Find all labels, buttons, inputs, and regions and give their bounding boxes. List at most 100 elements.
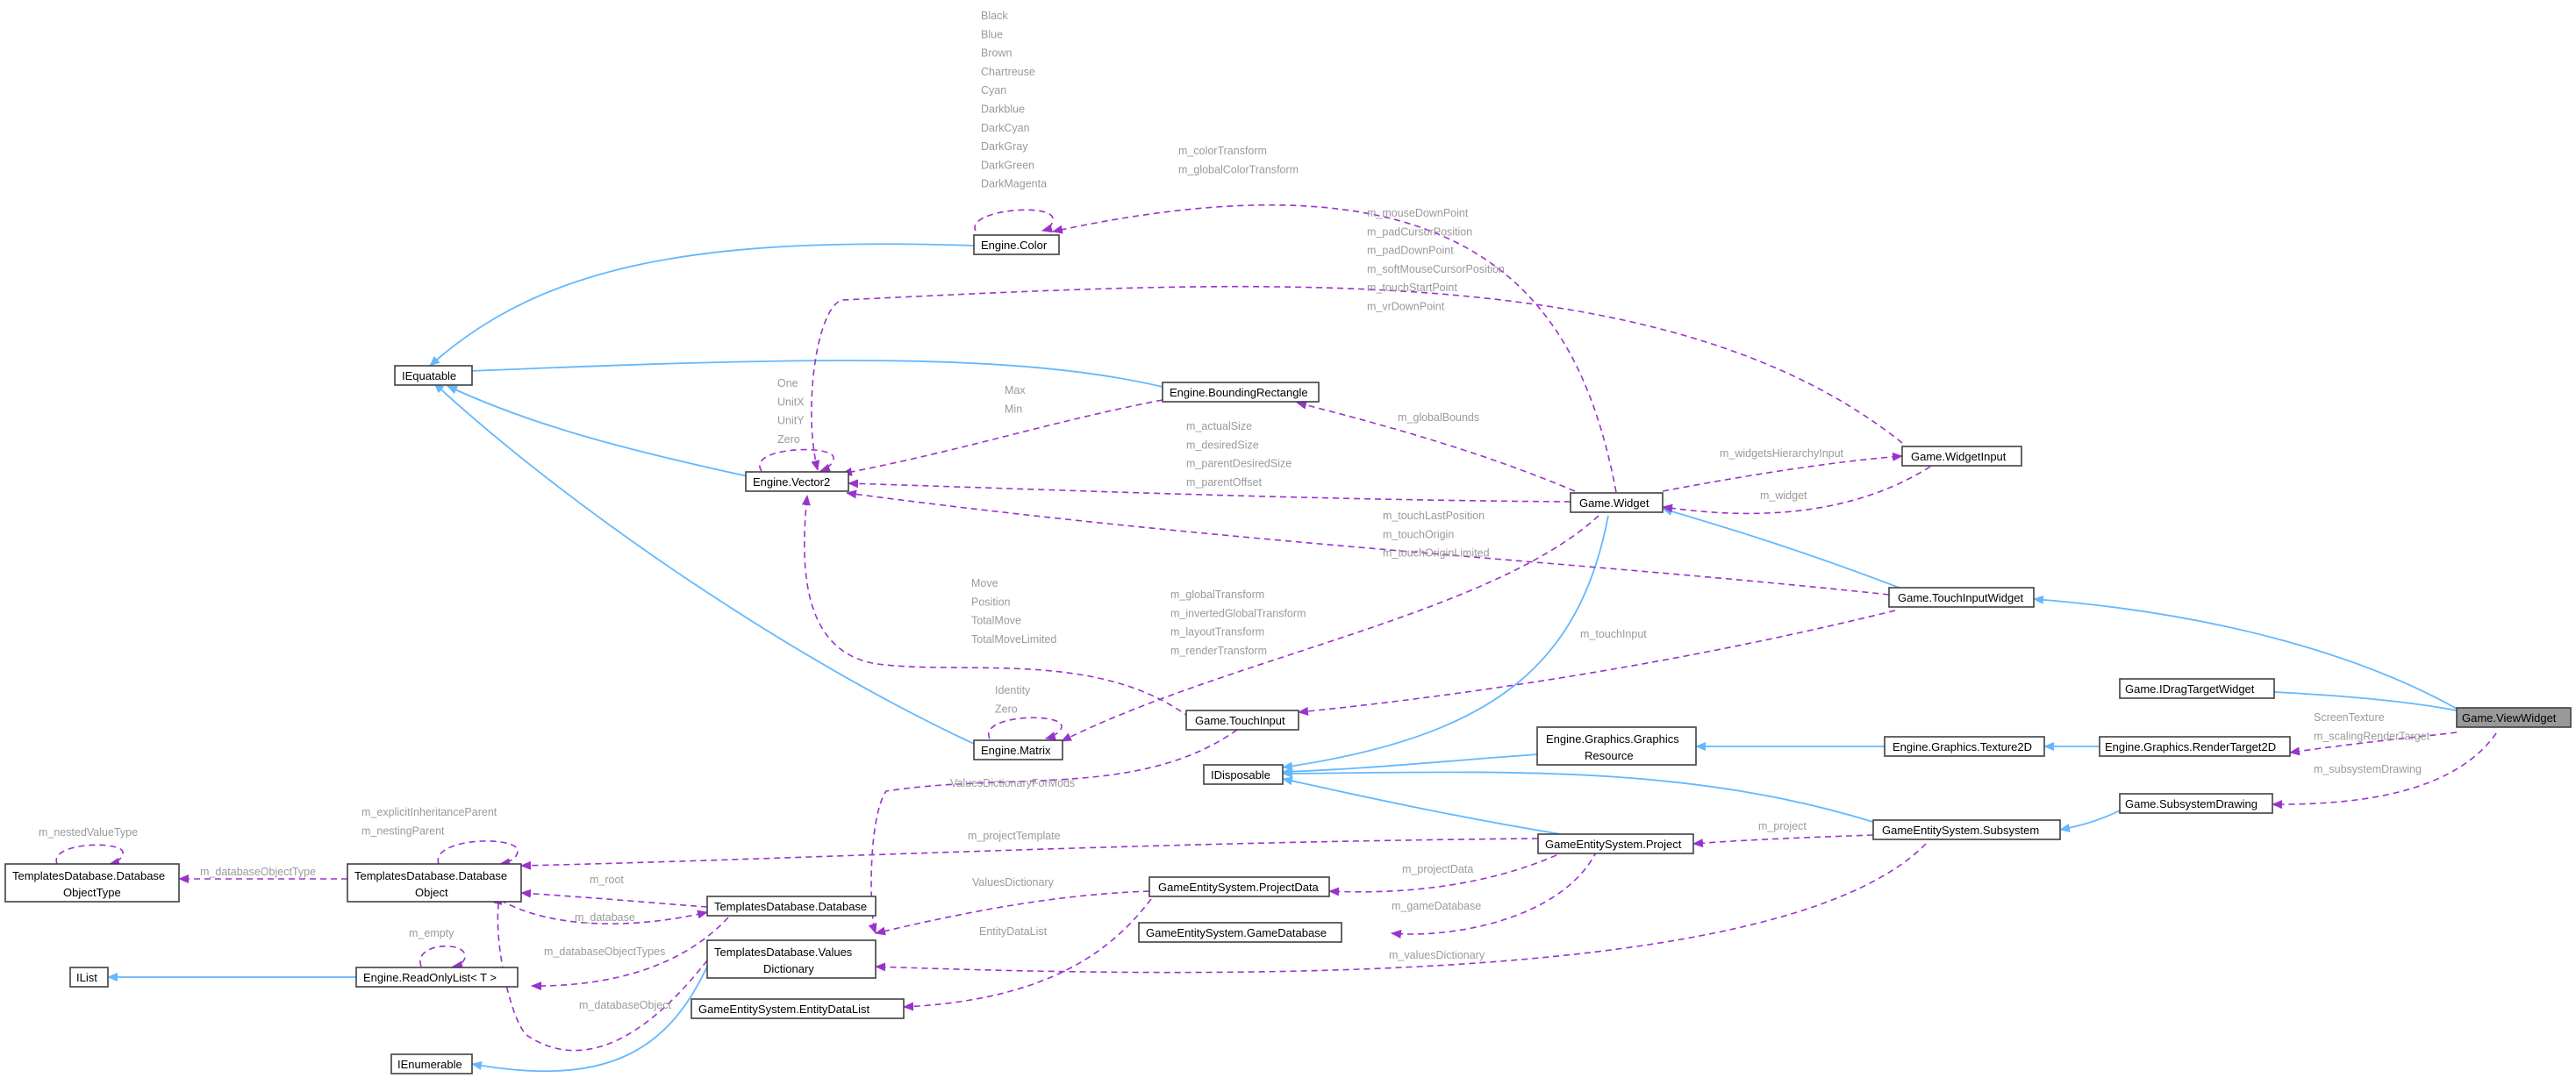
node-project-data[interactable]: GameEntitySystem.ProjectData	[1148, 876, 1330, 897]
label-project-template: m_projectTemplate	[968, 830, 1061, 842]
edge-database-readonlylist	[531, 917, 729, 991]
edge-boundingrectangle-iequatable	[447, 360, 1163, 388]
node-game-database[interactable]: GameEntitySystem.GameDatabase	[1138, 922, 1342, 943]
node-entity-data-list[interactable]: GameEntitySystem.EntityDataList	[691, 998, 905, 1019]
edge-widget-matrix	[1061, 515, 1599, 742]
edge-touchinput-vector2	[801, 495, 1191, 718]
edge-touchinput-valuesdictionary	[868, 729, 1238, 934]
label-render-target: ScreenTexture m_scalingRenderTarget	[2314, 711, 2430, 742]
nodes: Game.ViewWidget Game.IDragTargetWidget E…	[4, 234, 2572, 1074]
svg-text:Engine.ReadOnlyList< T >: Engine.ReadOnlyList< T >	[363, 971, 497, 984]
edge-subsystem-idisposable	[1282, 768, 1877, 824]
node-database-object-type[interactable]: TemplatesDatabase.Database ObjectType	[4, 863, 180, 903]
node-idisposable[interactable]: IDisposable	[1203, 764, 1284, 785]
edge-project-databaseobject	[520, 838, 1539, 870]
label-m-widget: m_widget	[1760, 489, 1807, 502]
edge-touchinputwidget-vector2	[846, 489, 1890, 596]
svg-text:IDisposable: IDisposable	[1211, 768, 1270, 782]
node-bounding-rectangle[interactable]: Engine.BoundingRectangle	[1162, 382, 1320, 403]
edge-widget-vector2	[848, 479, 1571, 503]
label-m-empty: m_empty	[409, 927, 454, 939]
label-entity-data-list: EntityDataList	[979, 925, 1048, 938]
svg-text:GameEntitySystem.Project: GameEntitySystem.Project	[1545, 838, 1682, 851]
svg-text:TemplatesDatabase.Database: TemplatesDatabase.Database	[12, 869, 165, 882]
label-values-dictionary: ValuesDictionary	[972, 876, 1055, 889]
svg-text:Dictionary: Dictionary	[763, 962, 814, 975]
label-m-project: m_project	[1758, 820, 1807, 832]
label-touch-moves: Move Position TotalMove TotalMoveLimited	[971, 577, 1056, 646]
node-read-only-list[interactable]: Engine.ReadOnlyList< T >	[355, 967, 519, 988]
svg-text:GameEntitySystem.EntityDataLis: GameEntitySystem.EntityDataList	[698, 1003, 869, 1016]
svg-text:GameEntitySystem.Subsystem: GameEntitySystem.Subsystem	[1882, 824, 2039, 837]
node-iequatable[interactable]: IEquatable	[394, 365, 473, 386]
svg-text:Object: Object	[415, 886, 448, 899]
node-project[interactable]: GameEntitySystem.Project	[1537, 833, 1694, 854]
svg-text:Engine.Matrix: Engine.Matrix	[981, 744, 1051, 757]
label-transforms: m_globalTransform m_invertedGlobalTransf…	[1170, 589, 1309, 657]
label-m-valuesdictionary: m_valuesDictionary	[1389, 949, 1485, 961]
svg-text:Game.TouchInput: Game.TouchInput	[1195, 714, 1285, 727]
svg-text:Engine.Graphics.Texture2D: Engine.Graphics.Texture2D	[1893, 740, 2032, 753]
label-color-members: Black Blue Brown Chartreuse Cyan Darkblu…	[981, 10, 1047, 190]
svg-text:TemplatesDatabase.Database: TemplatesDatabase.Database	[714, 900, 867, 913]
svg-text:TemplatesDatabase.Database: TemplatesDatabase.Database	[354, 869, 507, 882]
edge-subsystem-valuesdictionary	[875, 843, 1927, 974]
svg-text:TemplatesDatabase.Values: TemplatesDatabase.Values	[714, 946, 853, 959]
edge-graphicsresource-idisposable	[1282, 753, 1538, 776]
label-global-bounds: m_globalBounds	[1398, 411, 1479, 424]
node-widget[interactable]: Game.Widget	[1570, 492, 1664, 513]
svg-text:Engine.BoundingRectangle: Engine.BoundingRectangle	[1170, 386, 1308, 399]
node-texture-2d[interactable]: Engine.Graphics.Texture2D	[1884, 736, 2045, 757]
edge-subsystemdrawing-subsystem	[2059, 810, 2121, 832]
node-idrag-target-widget[interactable]: Game.IDragTargetWidget	[2119, 678, 2275, 699]
label-nested-value-type: m_nestedValueType	[39, 826, 138, 839]
label-widgets-hierarchy-input: m_widgetsHierarchyInput	[1720, 447, 1844, 460]
edge-databaseobjecttype-self	[55, 844, 124, 867]
label-m-touchinput: m_touchInput	[1580, 628, 1647, 640]
usage-edges	[55, 203, 2497, 1052]
node-database[interactable]: TemplatesDatabase.Database	[706, 896, 877, 917]
svg-text:IList: IList	[76, 971, 97, 984]
edge-widgetinput-widget	[1662, 466, 1931, 515]
label-touch-points: m_touchLastPosition m_touchOrigin m_touc…	[1383, 510, 1490, 560]
edge-vector2-self	[759, 448, 834, 473]
node-view-widget[interactable]: Game.ViewWidget	[2456, 707, 2572, 728]
edge-widgetinput-vector2	[811, 285, 1903, 471]
svg-text:Engine.Vector2: Engine.Vector2	[753, 475, 830, 489]
node-vector2[interactable]: Engine.Vector2	[745, 471, 849, 492]
node-subsystem[interactable]: GameEntitySystem.Subsystem	[1872, 819, 2061, 840]
svg-text:Game.Widget: Game.Widget	[1579, 496, 1649, 510]
node-graphics-resource[interactable]: Engine.Graphics.Graphics Resource	[1536, 726, 1697, 766]
edge-widget-color	[1052, 203, 1617, 493]
label-object-parent: m_explicitInheritanceParent m_nestingPar…	[361, 806, 500, 837]
edge-viewwidget-touchinputwidget	[2033, 595, 2458, 710]
node-render-target-2d[interactable]: Engine.Graphics.RenderTarget2D	[2099, 736, 2291, 757]
edge-touchinputwidget-widget	[1662, 507, 1905, 590]
edge-valuesdictionary-databaseobject	[493, 894, 708, 1052]
edge-color-self	[974, 209, 1054, 233]
label-m-database: m_database	[575, 911, 635, 924]
node-subsystem-drawing[interactable]: Game.SubsystemDrawing	[2119, 793, 2273, 814]
node-color[interactable]: Engine.Color	[973, 234, 1060, 255]
svg-text:IEquatable: IEquatable	[402, 369, 456, 382]
node-database-object[interactable]: TemplatesDatabase.Database Object	[347, 863, 522, 903]
svg-text:Game.WidgetInput: Game.WidgetInput	[1911, 450, 2007, 463]
node-widget-input[interactable]: Game.WidgetInput	[1901, 446, 2022, 467]
edge-databaseobject-self	[437, 840, 519, 867]
node-ienumerable[interactable]: IEnumerable	[390, 1053, 473, 1074]
svg-text:Engine.Color: Engine.Color	[981, 239, 1048, 252]
label-m-root: m_root	[590, 874, 624, 886]
node-values-dictionary[interactable]: TemplatesDatabase.Values Dictionary	[706, 939, 877, 979]
edge-boundingrectangle-vector2	[841, 399, 1163, 476]
label-color-transform: m_colorTransform m_globalColorTransform	[1178, 145, 1299, 175]
node-touch-input-widget[interactable]: Game.TouchInputWidget	[1888, 587, 2035, 608]
edge-valuesdictionary-ienumerable	[471, 966, 708, 1073]
label-values-dictionary-for-mods: ValuesDictionaryForMods	[950, 777, 1075, 789]
edge-widget-widgetinput	[1662, 452, 1903, 492]
edge-viewwidget-subsystemdrawing	[2272, 732, 2497, 810]
node-ilist[interactable]: IList	[69, 967, 109, 988]
node-matrix[interactable]: Engine.Matrix	[973, 739, 1063, 760]
node-touch-input[interactable]: Game.TouchInput	[1185, 710, 1299, 731]
svg-text:Game.TouchInputWidget: Game.TouchInputWidget	[1898, 591, 2023, 604]
